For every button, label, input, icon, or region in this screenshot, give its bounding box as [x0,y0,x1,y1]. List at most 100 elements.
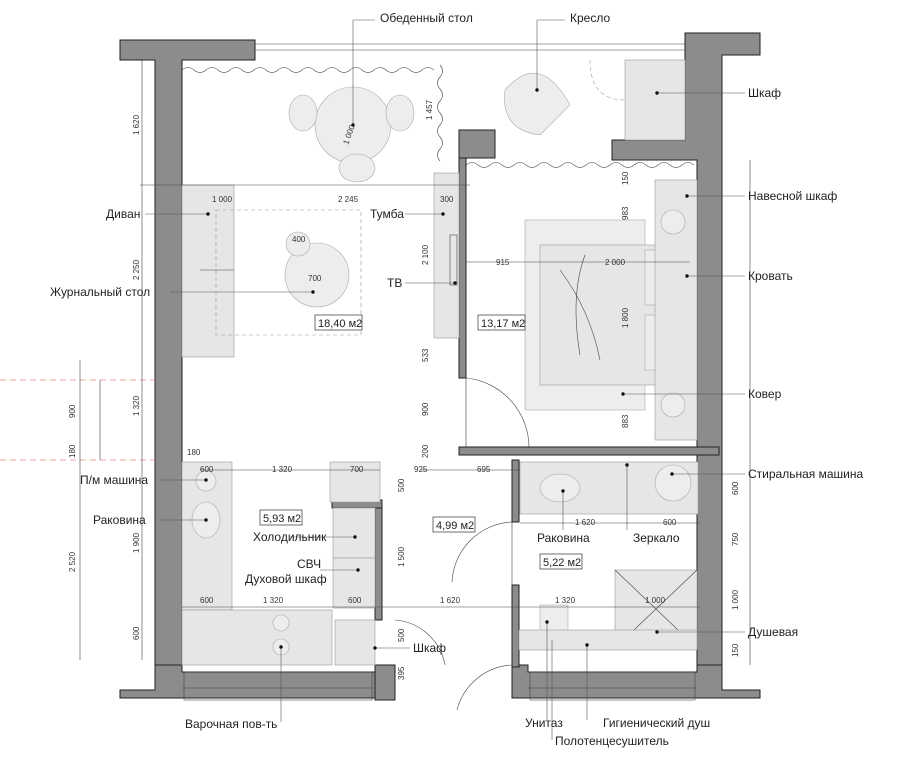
dim: 300 [440,195,454,204]
partition-bath-low [511,584,520,668]
label-dishwasher: П/м машина [80,473,148,487]
dim: 1 000 [731,589,740,610]
dim: 983 [621,206,630,220]
label-sink-kitchen: Раковина [93,513,146,527]
wall-bottom-left [119,664,376,699]
label-coffee-table: Журнальный стол [50,285,150,299]
oven-shape [332,557,376,609]
dim: 1 620 [575,518,596,527]
dim: 600 [348,596,362,605]
label-wall-cabinet: Навесной шкаф [748,189,837,203]
dim: 2 250 [132,259,141,280]
dim: 1 500 [397,546,406,567]
dim: 1 000 [645,596,666,605]
living-rug [215,209,362,336]
label-wardrobe: Шкаф [748,86,781,100]
dim: 2 000 [605,258,626,267]
dim: 1 000 [212,195,233,204]
label-sink-bath: Раковина [537,531,590,545]
wall-bottom-right [511,664,761,699]
fridge-shape [332,507,376,559]
doors [394,377,530,711]
dim: 700 [308,274,322,283]
curtains [181,64,695,168]
label-shower: Душевая [748,625,798,639]
partition-living-bedroom [458,157,467,379]
leaders [145,19,745,740]
wardrobe-shape [624,59,686,141]
label-armchair: Кресло [570,11,610,25]
area-living: 18,40 м2 [318,318,362,330]
room-areas: 18,40 м2 13,17 м2 5,93 м2 4,99 м2 5,22 м… [259,314,583,570]
label-microwave: СВЧ [297,557,321,571]
windows [182,43,697,701]
labels: Обеденный стол Кресло Шкаф Навесной шкаф… [50,11,863,748]
dim: 180 [187,448,201,457]
dim: 750 [731,532,740,546]
armchair-shape [504,72,571,136]
dim: 600 [132,626,141,640]
label-fridge: Холодильник [253,530,327,544]
wall-bottom-mid-left [374,664,396,701]
label-dining-table: Обеденный стол [380,11,473,25]
dim: 925 [414,465,428,474]
dim: 1 320 [272,465,293,474]
tv-stand-shape [433,172,460,339]
dim: 600 [663,518,677,527]
partition-bedroom-bottom [458,446,720,456]
dim: 600 [731,481,740,495]
closet-shape [334,619,376,666]
dim: 150 [621,171,630,185]
area-bath: 5,22 м2 [543,557,581,569]
dim: 1 457 [425,99,434,120]
label-toilet: Унитаз [525,716,563,730]
label-oven: Духовой шкаф [245,572,327,586]
dim: 2 100 [421,244,430,265]
sofa-shape [181,184,235,358]
dim: 695 [477,465,491,474]
label-towel-warmer: Полотенцесушитель [555,734,669,748]
washing-machine-shape [654,464,692,502]
furniture [181,59,699,666]
label-mirror: Зеркало [633,531,680,545]
label-bed: Кровать [748,269,793,283]
dim: 900 [68,404,77,418]
dim: 1 620 [440,596,461,605]
partition-bed-column [458,129,496,159]
dim: 180 [68,444,77,458]
coffee-table-shape [284,242,350,308]
dim: 915 [496,258,510,267]
dim: 400 [292,235,306,244]
label-rug: Ковер [748,387,782,401]
dim: 2 520 [68,551,77,572]
dim: 500 [397,628,406,642]
dim: 500 [397,478,406,492]
dim: 1 320 [555,596,576,605]
dimensions: 1 620 2 250 1 320 900 180 2 520 1 900 60… [68,99,740,680]
dim: 1 320 [132,395,141,416]
dim: 883 [621,414,630,428]
dim: 200 [421,444,430,458]
area-hall: 4,99 м2 [436,520,474,532]
partition-bath-left [511,459,520,523]
label-hob: Варочная пов-ть [185,717,277,731]
dim: 150 [731,643,740,657]
label-hygienic-shower: Гигиенический душ [603,716,710,730]
dim: 600 [200,465,214,474]
label-washing-machine: Стиральная машина [748,467,863,481]
partition-kitchen-right [374,504,383,621]
dim: 1 800 [621,307,630,328]
label-sofa: Диван [106,207,140,221]
dim: 1 320 [263,596,284,605]
kitchen-counter-bottom [181,609,333,666]
dim: 900 [421,402,430,416]
dim: 600 [200,596,214,605]
label-closet: Шкаф [413,641,446,655]
area-bedroom: 13,17 м2 [481,318,525,330]
dim: 1 900 [132,532,141,553]
label-tv: ТВ [387,276,402,290]
dim: 395 [397,666,406,680]
label-nightstand: Тумба [370,207,404,221]
dim: 700 [350,465,364,474]
